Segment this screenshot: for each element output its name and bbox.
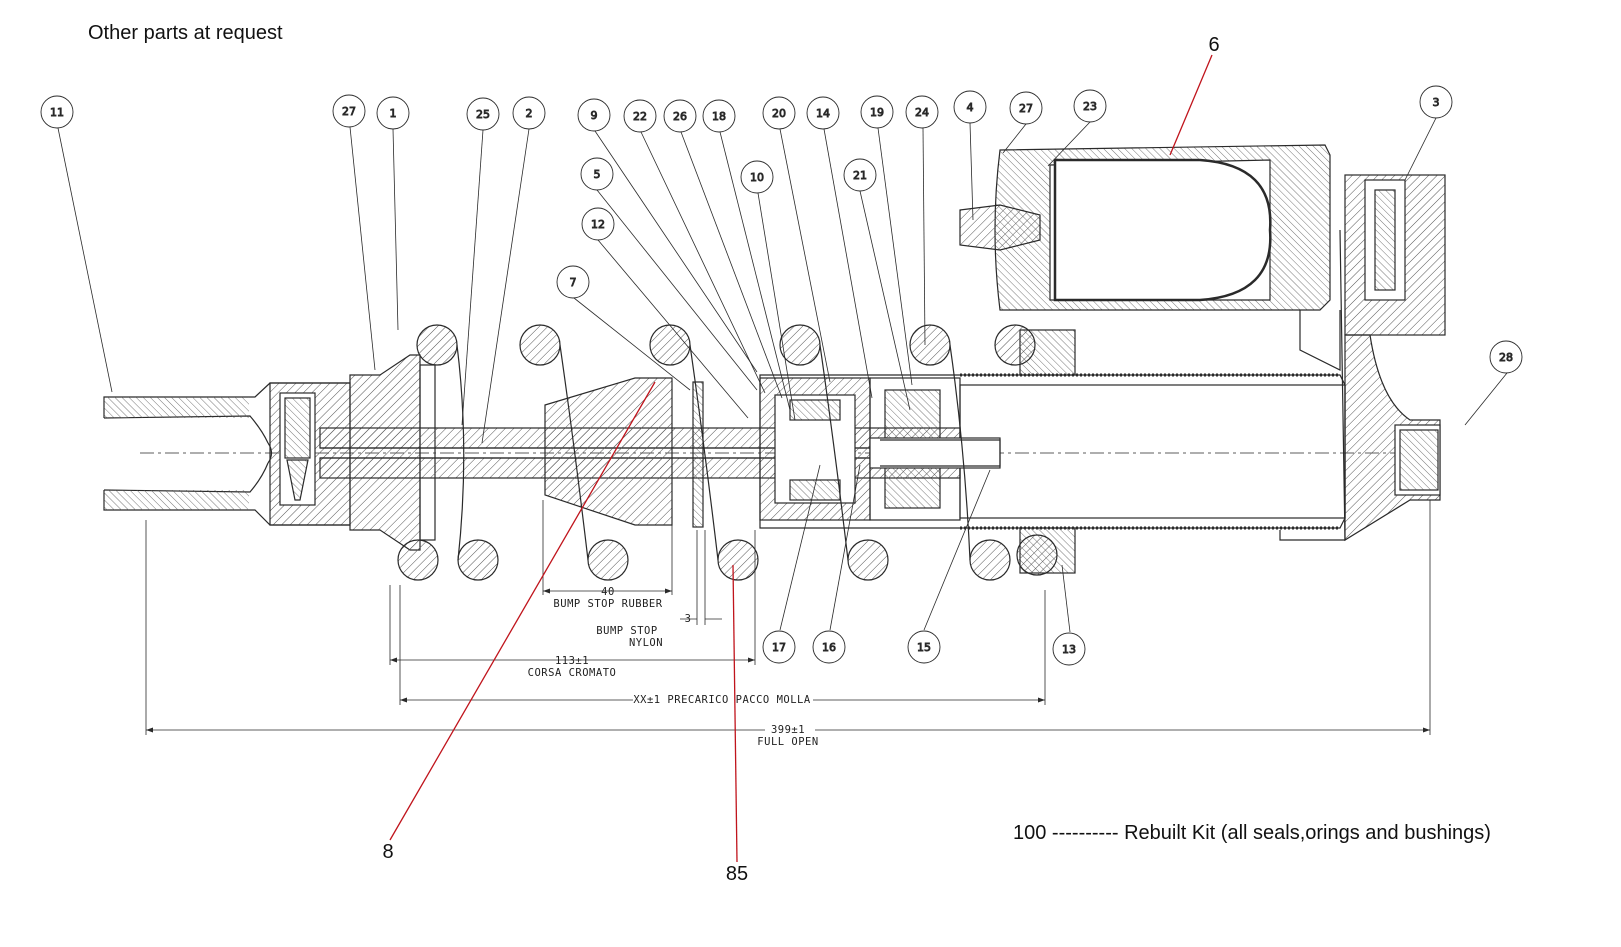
spring-coil-bottom bbox=[717, 539, 759, 581]
svg-text:21: 21 bbox=[853, 169, 867, 182]
spring-coil-bottom bbox=[847, 539, 889, 581]
balloon-19: 19 bbox=[860, 95, 894, 129]
dim-stroke-label: CORSA CROMATO bbox=[528, 667, 617, 679]
svg-text:23: 23 bbox=[1083, 100, 1097, 113]
other-parts-note: Other parts at request bbox=[88, 22, 283, 44]
svg-text:20: 20 bbox=[772, 107, 786, 120]
balloon-18: 18 bbox=[702, 99, 736, 133]
balloon-16: 16 bbox=[812, 630, 846, 664]
svg-text:15: 15 bbox=[917, 641, 931, 654]
spring-coil-top bbox=[909, 324, 951, 366]
svg-text:22: 22 bbox=[633, 110, 647, 123]
svg-text:5: 5 bbox=[594, 168, 601, 181]
balloon-14: 14 bbox=[806, 96, 840, 130]
balloon-13: 13 bbox=[1052, 632, 1086, 666]
balloon-24: 24 bbox=[905, 95, 939, 129]
svg-text:28: 28 bbox=[1499, 351, 1513, 364]
svg-text:27: 27 bbox=[1019, 102, 1033, 115]
spring-coil-bottom bbox=[457, 539, 499, 581]
balloon-17: 17 bbox=[762, 630, 796, 664]
svg-text:2: 2 bbox=[526, 107, 533, 120]
spring-coil-bottom bbox=[587, 539, 629, 581]
balloon-26: 26 bbox=[663, 99, 697, 133]
spring-coil-top bbox=[994, 324, 1036, 366]
dim-length-label: FULL OPEN bbox=[757, 736, 818, 748]
dim-bump-nylon-label1: BUMP STOP bbox=[596, 625, 657, 637]
callout-8-label: 8 bbox=[382, 841, 393, 863]
balloon-23: 23 bbox=[1073, 89, 1107, 123]
spring-coil-bottom bbox=[397, 539, 439, 581]
svg-text:26: 26 bbox=[673, 110, 687, 123]
svg-text:12: 12 bbox=[591, 218, 605, 231]
shock-body bbox=[103, 144, 1446, 574]
svg-text:11: 11 bbox=[50, 106, 64, 119]
spring-coil-top bbox=[779, 324, 821, 366]
balloon-5: 5 bbox=[580, 157, 614, 191]
dim-bump-rubber-value: 40 bbox=[601, 586, 615, 598]
callout-85-label: 85 bbox=[726, 863, 748, 885]
balloon-20: 20 bbox=[762, 96, 796, 130]
svg-text:1: 1 bbox=[390, 107, 397, 120]
red-callout-lines bbox=[389, 54, 1213, 863]
balloon-27-left: 27 bbox=[332, 94, 366, 128]
dim-preload-label: XX±1 PRECARICO PACCO MOLLA bbox=[633, 694, 811, 706]
rebuilt-kit-note: 100 ---------- Rebuilt Kit (all seals,or… bbox=[1013, 822, 1491, 844]
spring-coil-top bbox=[649, 324, 691, 366]
balloon-3: 3 bbox=[1419, 85, 1453, 119]
balloon-12: 12 bbox=[581, 207, 615, 241]
callout-6-label: 6 bbox=[1208, 34, 1219, 56]
svg-text:13: 13 bbox=[1062, 643, 1076, 656]
balloon-2: 2 bbox=[512, 96, 546, 130]
dim-bump-rubber-label: BUMP STOP RUBBER bbox=[553, 598, 662, 610]
callout-8-line bbox=[389, 381, 656, 841]
svg-text:16: 16 bbox=[822, 641, 836, 654]
spring-coil-bottom bbox=[969, 539, 1011, 581]
balloon-11: 11 bbox=[40, 95, 74, 129]
bump-stop-rubber bbox=[544, 377, 673, 526]
reservoir-bladder bbox=[1053, 158, 1272, 302]
spring-coil-bottom bbox=[1016, 534, 1058, 576]
balloon-1: 1 bbox=[376, 96, 410, 130]
balloon-27-right: 27 bbox=[1009, 91, 1043, 125]
balloon-9: 9 bbox=[577, 98, 611, 132]
dim-bump-nylon-label2: NYLON bbox=[629, 637, 663, 649]
svg-text:9: 9 bbox=[591, 109, 598, 122]
dim-stroke-value: 113±1 bbox=[555, 655, 589, 667]
svg-text:3: 3 bbox=[1433, 96, 1440, 109]
svg-text:25: 25 bbox=[476, 108, 490, 121]
balloon-7: 7 bbox=[556, 265, 590, 299]
dim-bump-nylon-value: 3 bbox=[685, 613, 692, 625]
svg-text:10: 10 bbox=[750, 171, 764, 184]
svg-text:27: 27 bbox=[342, 105, 356, 118]
spring-coil-top bbox=[519, 324, 561, 366]
svg-text:18: 18 bbox=[712, 110, 726, 123]
svg-text:4: 4 bbox=[967, 101, 974, 114]
balloon-leaders bbox=[57, 117, 1508, 633]
balloon-10: 10 bbox=[740, 160, 774, 194]
spring bbox=[397, 324, 1058, 581]
balloon-15: 15 bbox=[907, 630, 941, 664]
svg-text:17: 17 bbox=[772, 641, 786, 654]
callout-85-line bbox=[732, 564, 738, 863]
svg-text:7: 7 bbox=[570, 276, 577, 289]
dim-length-value: 399±1 bbox=[771, 724, 805, 736]
balloon-28: 28 bbox=[1489, 340, 1523, 374]
callout-6-line bbox=[1169, 54, 1213, 156]
balloons: 11 27 1 25 2 9 22 26 18 20 14 19 24 4 27… bbox=[40, 85, 1523, 666]
dimension-texts: 40 BUMP STOP RUBBER 3 BUMP STOP NYLON 11… bbox=[528, 586, 819, 748]
svg-text:19: 19 bbox=[870, 106, 884, 119]
balloon-22: 22 bbox=[623, 99, 657, 133]
spring-coil-top bbox=[416, 324, 458, 366]
clevis-upper-prong bbox=[103, 415, 269, 444]
clevis-lower-prong bbox=[103, 462, 269, 493]
svg-text:24: 24 bbox=[915, 106, 929, 119]
balloon-21: 21 bbox=[843, 158, 877, 192]
balloon-4: 4 bbox=[953, 90, 987, 124]
balloon-25: 25 bbox=[466, 97, 500, 131]
svg-text:14: 14 bbox=[816, 107, 830, 120]
